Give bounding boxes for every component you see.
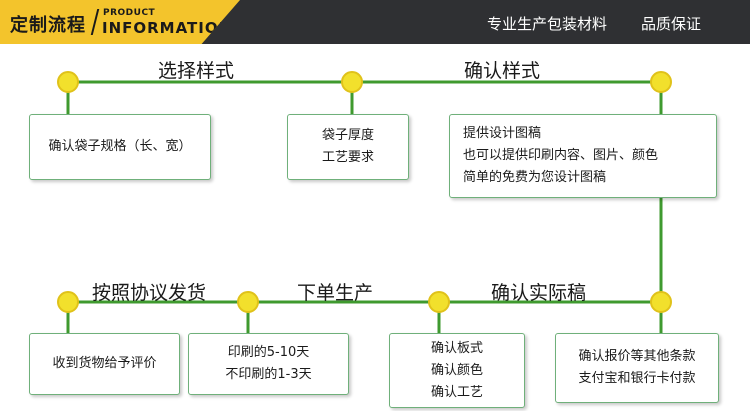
card-bag-spec-line-1: 确认袋子规格（长、宽） <box>48 139 192 154</box>
header-slogan-quality: 专业生产包装材料 <box>487 15 608 33</box>
step-confirm-draft: 确认实际稿 <box>491 282 587 304</box>
card-thickness-line-1: 袋子厚度 <box>321 128 374 143</box>
flow-node-bottom-left <box>57 291 79 313</box>
step-ship: 按照协议发货 <box>92 282 207 304</box>
card-confirm-items-line-1: 确认板式 <box>430 340 483 356</box>
header-subtitle-small: PRODUCT <box>103 8 156 18</box>
flow-node-top-right <box>650 71 672 93</box>
flow-node-bottom-third <box>428 291 450 313</box>
header-slogan-guarantee: 品质保证 <box>641 15 702 33</box>
card-quote: 确认报价等其他条款 支付宝和银行卡付款 <box>555 333 719 403</box>
step-produce: 下单生产 <box>297 282 374 304</box>
header-subtitle-big: INFORMATION <box>102 19 233 37</box>
card-review-line-1: 收到货物给予评价 <box>52 356 157 371</box>
card-quote-line-2: 支付宝和银行卡付款 <box>578 371 696 386</box>
flow-node-bottom-right <box>650 291 672 313</box>
header-title: 定制流程 <box>10 15 86 36</box>
step-select-style: 选择样式 <box>158 60 235 82</box>
header-title-panel: 定制流程 PRODUCT INFORMATION <box>0 0 240 44</box>
card-design-line-2: 也可以提供印刷内容、图片、颜色 <box>463 148 659 163</box>
card-design-line-3: 简单的免费为您设计图稿 <box>463 170 607 185</box>
flow-node-bottom-second <box>237 291 259 313</box>
card-review: 收到货物给予评价 <box>29 333 180 395</box>
card-design-line-1: 提供设计图稿 <box>463 126 542 141</box>
card-design: 提供设计图稿 也可以提供印刷内容、图片、颜色 简单的免费为您设计图稿 <box>449 114 717 198</box>
card-print-time: 印刷的5-10天 不印刷的1-3天 <box>188 333 349 395</box>
card-bag-spec: 确认袋子规格（长、宽） <box>29 114 211 180</box>
step-confirm-style: 确认样式 <box>464 60 541 82</box>
card-thickness-line-2: 工艺要求 <box>321 150 374 165</box>
card-print-time-line-2: 不印刷的1-3天 <box>225 367 312 382</box>
card-confirm-items: 确认板式 确认颜色 确认工艺 <box>389 333 525 408</box>
card-print-time-line-1: 印刷的5-10天 <box>227 345 310 360</box>
card-quote-line-1: 确认报价等其他条款 <box>578 349 696 364</box>
card-confirm-items-line-3: 确认工艺 <box>430 384 483 400</box>
header-bar: 定制流程 PRODUCT INFORMATION 专业生产包装材料 品质保证 <box>0 0 750 44</box>
flow-node-top-middle <box>341 71 363 93</box>
card-confirm-items-line-2: 确认颜色 <box>430 362 483 378</box>
card-thickness: 袋子厚度 工艺要求 <box>287 114 409 180</box>
flow-node-top-left <box>57 71 79 93</box>
